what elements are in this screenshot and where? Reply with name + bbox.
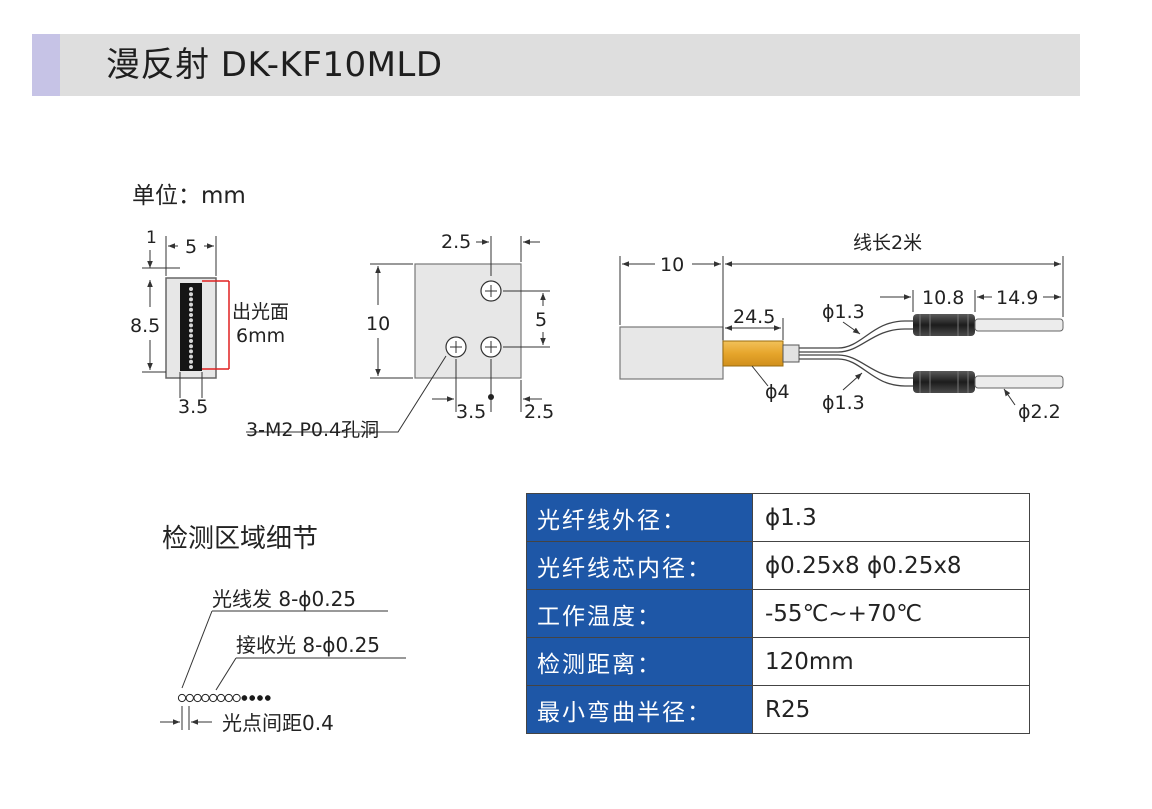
fiber-dot-open (185, 693, 194, 703)
ferrule-bottom (913, 371, 975, 393)
detection-detail: 光线发 8-ϕ0.25 接收光 8-ϕ0.25 光点间距0.4 (160, 587, 406, 735)
fiber-dot (189, 302, 193, 307)
fiber-dot (189, 354, 193, 359)
spec-key: 光纤线外径： (526, 493, 753, 542)
fiber-dot (189, 297, 193, 302)
receive-fiber-label: 接收光 8-ϕ0.25 (236, 633, 380, 657)
page-title: 漫反射 DK-KF10MLD (106, 45, 443, 85)
spec-value: R25 (752, 685, 1030, 734)
fiber-dot (189, 287, 193, 291)
fiber-dot (189, 328, 193, 333)
spec-value: -55℃~+70℃ (752, 589, 1030, 638)
front-view: 出光面 6mm 5 1 8.5 3.5 (130, 228, 289, 418)
dim-front-height: 8.5 (130, 315, 160, 337)
dim-side-hole-spacing: 5 (535, 309, 547, 331)
fiber-dots (189, 287, 193, 369)
dim-side-bottom-right: 2.5 (524, 401, 554, 423)
metal-sleeve (722, 340, 784, 367)
table-row: 检测距离： 120mm (526, 637, 1030, 686)
table-row: 工作温度： -55℃~+70℃ (526, 589, 1030, 638)
fiber-dot-filled (257, 695, 263, 701)
dim-sleeve-length: 24.5 (733, 306, 775, 328)
cable-length-label: 线长2米 (853, 232, 922, 254)
dim-side-bottom-left: 3.5 (456, 401, 486, 423)
table-row: 光纤线芯内径： ϕ0.25x8 ϕ0.25x8 (526, 541, 1030, 590)
dim-ferrule-length: 10.8 (922, 287, 964, 309)
sensor-head (619, 326, 724, 380)
fiber-dot-open (232, 693, 241, 703)
unit-label: 单位：mm (132, 183, 246, 209)
fiber-dot-open (193, 693, 202, 703)
spec-value: ϕ1.3 (752, 493, 1030, 542)
dim-tip-diameter: ϕ2.2 (1018, 401, 1061, 423)
spec-table: 光纤线外径： ϕ1.3 光纤线芯内径： ϕ0.25x8 ϕ0.25x8 工作温度… (526, 493, 1030, 734)
dot-pitch-label: 光点间距0.4 (222, 711, 334, 735)
fiber-dot (189, 333, 193, 338)
fiber-dot (189, 292, 193, 297)
dim-front-bottom: 3.5 (178, 396, 208, 418)
fiber-dot (189, 344, 193, 349)
dim-fiber-diameter-bottom: ϕ1.3 (822, 392, 865, 414)
fiber-dot-filled (241, 695, 248, 701)
side-view: 2.5 10 5 3.5 2.5 3-M2 P0.4孔洞 (246, 231, 554, 441)
dim-front-offset: 1 (146, 228, 157, 248)
table-row: 光纤线外径： ϕ1.3 (526, 493, 1030, 542)
fiber-dot-open (209, 693, 218, 703)
fiber-dot-open (216, 693, 226, 703)
detection-detail-title: 检测区域细节 (162, 524, 319, 554)
title-accent (32, 34, 60, 96)
spec-key: 检测距离： (526, 637, 753, 686)
probe-tip-bottom (974, 375, 1064, 389)
probe-tip-top (974, 318, 1064, 332)
mounting-hole (445, 336, 467, 358)
spec-key: 工作温度： (526, 589, 753, 638)
mounting-hole (480, 336, 502, 358)
side-view-body (414, 263, 522, 379)
fiber-dot-open (177, 693, 187, 703)
sleeve-tip (782, 344, 800, 363)
dim-side-top: 2.5 (441, 231, 471, 253)
fiber-dot (189, 318, 193, 323)
fiber-dot (189, 365, 193, 369)
fiber-dot (189, 313, 193, 317)
ferrule-top (913, 314, 975, 336)
fiber-dot (189, 339, 193, 343)
table-row: 最小弯曲半径： R25 (526, 685, 1030, 734)
spec-value: 120mm (752, 637, 1030, 686)
spec-value: ϕ0.25x8 ϕ0.25x8 (752, 541, 1030, 590)
spec-key: 最小弯曲半径： (526, 685, 753, 734)
dim-side-height: 10 (366, 313, 390, 335)
dim-tip-length: 14.9 (996, 287, 1038, 309)
title-bar: 漫反射 DK-KF10MLD (32, 34, 1080, 96)
dim-fiber-diameter-top: ϕ1.3 (822, 301, 865, 323)
dim-sleeve-diameter: ϕ4 (765, 381, 790, 403)
spec-key: 光纤线芯内径： (526, 541, 753, 590)
emit-face-size: 6mm (236, 325, 285, 347)
fiber-dot-filled (264, 695, 271, 701)
fiber-dot (189, 349, 193, 354)
dim-head-length: 10 (660, 254, 684, 276)
cable-view: 线长2米 10 24.5 ϕ4 ϕ1.3 ϕ1.3 10.8 14.9 ϕ2.2 (619, 232, 1064, 423)
fiber-dot (189, 307, 193, 312)
mounting-hole (480, 280, 502, 302)
emit-fiber-label: 光线发 8-ϕ0.25 (212, 587, 356, 611)
hole-callout: 3-M2 P0.4孔洞 (246, 419, 379, 441)
fiber-dot-open (224, 693, 233, 703)
fiber-dot-open (201, 693, 210, 703)
fiber-dot (189, 323, 193, 328)
fiber-dot-row (177, 693, 271, 703)
fiber-dot (189, 359, 193, 364)
fiber-dot-filled (249, 695, 256, 701)
dim-front-width: 5 (185, 236, 197, 258)
emit-face-label: 出光面 (232, 301, 289, 323)
